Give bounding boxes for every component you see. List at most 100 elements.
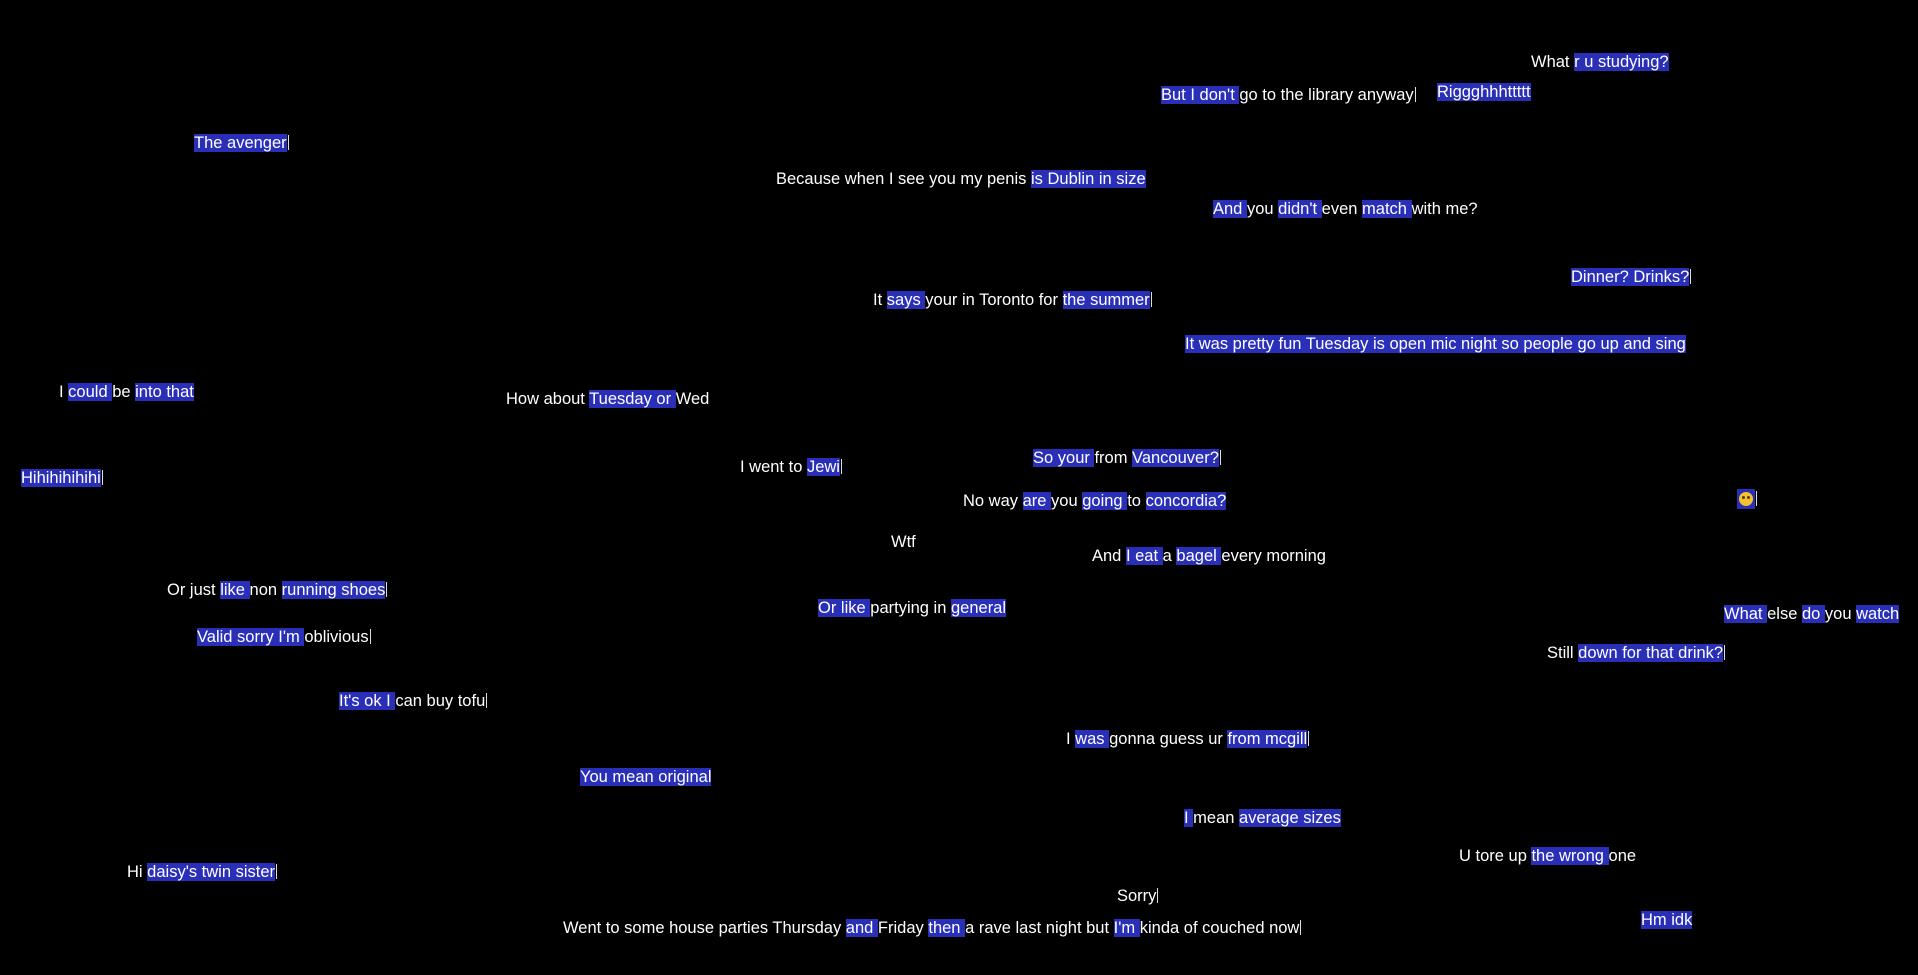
msg-riggghhhttttt[interactable]: Riggghhhttttt (1437, 82, 1531, 102)
msg-it-says-your-in-toronto[interactable]: It says your in Toronto for the summer (873, 290, 1152, 310)
message-text-segment: and (845, 919, 878, 937)
message-text-segment: bagel (1176, 547, 1222, 565)
message-text-segment: And (1092, 547, 1126, 565)
msg-hi-daisys-twin-sister[interactable]: Hi daisy's twin sister (127, 862, 278, 882)
text-caret (1724, 645, 1726, 660)
message-text-segment: You mean original (580, 768, 712, 786)
message-text-segment: Jewi (806, 458, 840, 476)
message-text-segment: Went to some house parties Thursday (563, 919, 846, 937)
message-text-segment: oblivious (304, 628, 369, 646)
text-caret (287, 135, 289, 150)
msg-because-when-i-see-you[interactable]: Because when I see you my penis is Dubli… (776, 169, 1146, 189)
message-text-segment: you (1246, 200, 1279, 218)
msg-and-you-didnt-even-match[interactable]: And you didn't even match with me? (1213, 199, 1478, 219)
message-text-segment: I (1184, 809, 1194, 827)
message-text-segment: down for that drink? (1578, 644, 1724, 662)
message-text-segment: didn't (1278, 200, 1322, 218)
msg-what-else-do-you-watch[interactable]: What else do you watch (1724, 604, 1900, 624)
msg-wtf[interactable]: Wtf (891, 532, 916, 552)
msg-i-went-to-jewi[interactable]: I went to Jewi (740, 457, 842, 477)
message-text-segment: What (1724, 605, 1768, 623)
message-text-segment: I eat (1125, 547, 1163, 565)
msg-went-to-some-house-parties[interactable]: Went to some house parties Thursday and … (563, 918, 1302, 938)
msg-and-i-eat-a-bagel[interactable]: And I eat a bagel every morning (1092, 546, 1326, 566)
msg-sorry[interactable]: Sorry (1117, 886, 1159, 906)
msg-but-i-dont-go-to-the-library[interactable]: But I don't go to the library anyway (1161, 85, 1416, 105)
msg-i-was-gonna-guess-ur-from-mcgill[interactable]: I was gonna guess ur from mcgill (1066, 729, 1310, 749)
msg-the-avenger[interactable]: The avenger (194, 133, 289, 153)
message-text-segment: the wrong (1531, 847, 1609, 865)
message-text-segment: can buy tofu (395, 692, 486, 710)
message-text-segment: And (1213, 200, 1247, 218)
message-text-segment: into that (135, 383, 194, 401)
text-caret (1157, 888, 1159, 903)
msg-hihihihihihi[interactable]: Hihihihihihi (21, 468, 103, 488)
msg-how-about-tuesday-or-wed[interactable]: How about Tuesday or Wed (506, 389, 709, 409)
msg-no-way-are-you-going-to-concordia[interactable]: No way are you going to concordia? (963, 491, 1227, 511)
message-text-segment: Dinner? Drinks? (1571, 268, 1690, 286)
msg-still-down-for-that-drink[interactable]: Still down for that drink? (1547, 643, 1726, 663)
msg-dinner-drinks[interactable]: Dinner? Drinks? (1571, 267, 1692, 287)
message-text-segment: a rave last night but (965, 919, 1114, 937)
text-caret (1308, 731, 1310, 746)
msg-emoji-message[interactable] (1737, 489, 1757, 509)
message-text-segment: general (950, 599, 1007, 617)
message-text-segment: concordia? (1145, 492, 1227, 510)
text-caret (1756, 491, 1757, 506)
text-caret (386, 582, 388, 597)
msg-or-like-partying-in-general[interactable]: Or like partying in general (818, 598, 1007, 618)
msg-u-tore-up-the-wrong-one[interactable]: U tore up the wrong one (1459, 846, 1636, 866)
msg-it-was-pretty-fun-tuesday[interactable]: It was pretty fun Tuesday is open mic ni… (1185, 334, 1686, 354)
message-text-segment: going (1082, 492, 1128, 510)
message-text-segment: Riggghhhttttt (1437, 83, 1531, 101)
message-text-segment: kinda of couched now (1139, 919, 1300, 937)
message-text-segment: even (1321, 200, 1363, 218)
message-text-segment: Or just (167, 581, 221, 599)
message-text-segment: I (1066, 730, 1076, 748)
msg-hm-idk[interactable]: Hm idk (1641, 910, 1693, 930)
message-text-segment: be (112, 383, 136, 401)
message-text-segment: was (1075, 730, 1110, 748)
msg-what-r-u-studying[interactable]: What r u studying? (1531, 52, 1669, 72)
message-text-segment: from mcgill (1227, 730, 1308, 748)
msg-you-mean-original[interactable]: You mean original (580, 767, 712, 787)
message-text-segment: every morning (1221, 547, 1326, 565)
message-text-segment: do (1801, 605, 1825, 623)
message-text-segment: your in Toronto for (925, 291, 1063, 309)
message-text-segment: to (1127, 492, 1146, 510)
message-text-segment: gonna guess ur (1109, 730, 1228, 748)
message-text-segment: What (1531, 53, 1575, 71)
message-text-segment: r u studying? (1574, 53, 1669, 71)
grinning-face-icon (1739, 492, 1753, 506)
message-text-segment: says (886, 291, 926, 309)
message-text-segment: else (1767, 605, 1802, 623)
message-text-segment: daisy's twin sister (147, 863, 276, 881)
msg-i-mean-average-sizes[interactable]: I mean average sizes (1184, 808, 1341, 828)
message-text-segment: Friday (877, 919, 929, 937)
msg-i-could-be-into-that[interactable]: I could be into that (59, 382, 194, 402)
message-text-segment: The avenger (194, 134, 287, 152)
message-text-segment: Sorry (1117, 887, 1157, 905)
message-text-segment: match (1362, 200, 1412, 218)
message-text-segment: Wed (675, 390, 710, 408)
message-text-segment: you (1051, 492, 1083, 510)
message-text-segment: Hm idk (1641, 911, 1693, 929)
text-caret (101, 470, 103, 485)
msg-its-ok-i-can-buy-tofu[interactable]: It's ok I can buy tofu (339, 691, 488, 711)
text-caret (276, 864, 278, 879)
message-text-segment: the summer (1062, 291, 1150, 309)
msg-so-your-from-vancouver[interactable]: So your from Vancouver? (1033, 448, 1221, 468)
text-caret (1414, 87, 1416, 102)
message-text-segment: like (220, 581, 250, 599)
msg-valid-sorry-im-oblivious[interactable]: Valid sorry I'm oblivious (197, 627, 371, 647)
message-text-segment: I went to (740, 458, 807, 476)
message-text-segment: Because when I see you my penis (776, 170, 1031, 188)
message-text-segment: So your (1033, 449, 1095, 467)
message-text-segment: watch (1856, 605, 1900, 623)
message-text-segment: But I don't (1161, 86, 1240, 104)
message-text-segment: No way (963, 492, 1023, 510)
msg-or-just-like-non-running-shoes[interactable]: Or just like non running shoes (167, 580, 388, 600)
message-text-segment: you (1824, 605, 1857, 623)
grinning-face-emoji-icon (1737, 489, 1755, 509)
message-text-segment: non (249, 581, 282, 599)
